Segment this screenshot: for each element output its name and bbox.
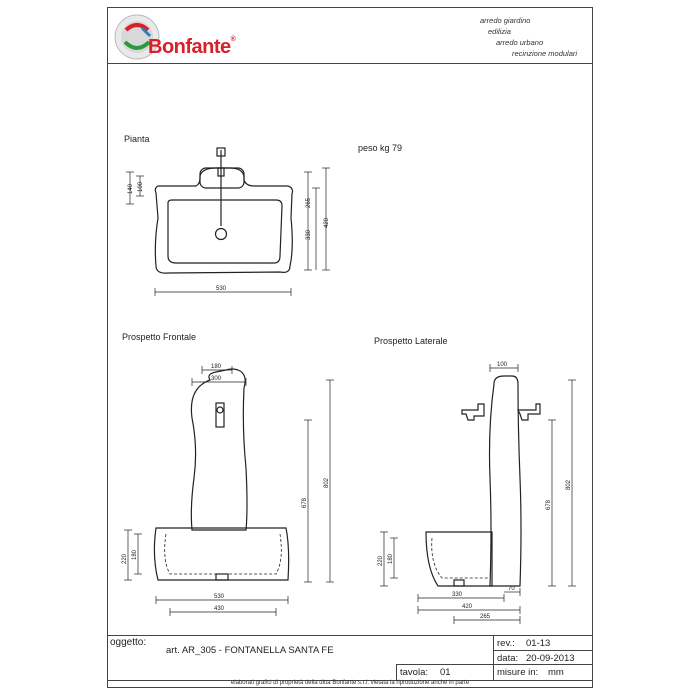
side-dim-180: 180: [388, 553, 394, 564]
front-column: [190, 368, 248, 531]
category-4: recinzione modulari: [512, 49, 578, 58]
plan-dim-265: 265: [306, 197, 312, 208]
front-dim-300: 300: [211, 376, 222, 382]
front-dimension-lines: [124, 366, 334, 616]
rev-label: rev.:: [497, 638, 515, 649]
category-2: edilizia: [488, 27, 511, 36]
data-value: 20-09-2013: [526, 653, 575, 664]
side-dim-70: 70: [508, 586, 515, 592]
plan-column: [199, 167, 245, 189]
front-spout: [215, 402, 225, 428]
plan-dim-330: 330: [306, 229, 312, 240]
side-tap-right: [517, 403, 541, 421]
plan-dim-140: 140: [128, 183, 134, 194]
plan-tap-knob: [217, 167, 225, 177]
side-dim-265: 265: [480, 614, 491, 620]
plan-view-title: Pianta: [124, 134, 150, 144]
side-dim-220: 220: [378, 555, 384, 566]
front-view: [153, 368, 290, 581]
front-drain: [215, 573, 229, 581]
rev-value: 01-13: [526, 638, 551, 649]
tavola-value: 01: [440, 667, 451, 678]
side-dimension-lines: [380, 364, 576, 624]
plan-basin-inner: [167, 199, 283, 264]
titleblock-bottom-rule: [108, 680, 592, 681]
titleblock-rev-rule: [493, 650, 592, 651]
side-view: [425, 375, 541, 587]
plan-dimension-lines: [126, 167, 330, 296]
tavola-label: tavola:: [400, 667, 428, 678]
logo-emblem-icon: [114, 14, 160, 60]
front-tap-knob: [216, 406, 224, 414]
front-dim-530: 530: [214, 594, 225, 600]
plan-view: [154, 147, 294, 274]
side-basin: [425, 531, 493, 587]
front-dim-430: 430: [214, 606, 225, 612]
misure-label: misure in:: [497, 667, 539, 678]
titleblock-tavola-divider: [396, 664, 397, 680]
brand-name: Bonfante®: [148, 36, 236, 58]
copyright-footer: elaborati grafici di proprietà della dit…: [230, 680, 470, 686]
misure-value: mm: [548, 667, 564, 678]
front-dim-180: 180: [211, 364, 222, 370]
plan-drain: [214, 227, 228, 241]
drawing-sheet: Bonfante® arredo giardino edilizia arred…: [107, 7, 593, 688]
side-view-title: Prospetto Laterale: [374, 336, 448, 346]
side-dim-100: 100: [497, 362, 508, 368]
titleblock-top-rule: [108, 635, 592, 636]
weight-label: peso kg 79: [358, 143, 403, 153]
article-title: art. AR_305 - FONTANELLA SANTA FE: [166, 645, 334, 656]
data-label: data:: [497, 653, 519, 664]
side-dim-802: 802: [566, 479, 572, 490]
front-dim-180b: 180: [132, 549, 138, 560]
side-drain: [453, 579, 465, 587]
side-dim-420: 420: [462, 604, 473, 610]
front-dim-678: 678: [302, 497, 308, 508]
front-basin-inner: [164, 533, 282, 575]
titleblock-data-rule: [396, 664, 592, 665]
side-tap-left: [461, 403, 485, 421]
side-dim-330: 330: [452, 592, 463, 598]
brand-logo: Bonfante®: [112, 10, 252, 64]
technical-drawing: 140 100 265 330 420 530 180 300 220 180: [122, 147, 576, 624]
plan-tap-top: [216, 147, 226, 157]
front-basin: [153, 527, 290, 581]
header-divider: [108, 63, 592, 64]
side-dim-678: 678: [546, 499, 552, 510]
category-3: arredo urbano: [496, 38, 544, 47]
front-dim-220: 220: [122, 553, 128, 564]
plan-dim-530: 530: [216, 286, 227, 292]
side-column: [488, 375, 522, 587]
plan-dim-100: 100: [138, 181, 144, 192]
front-dim-802: 802: [324, 477, 330, 488]
plan-dim-420: 420: [324, 217, 330, 228]
titleblock-right-divider: [493, 635, 494, 680]
plan-basin-outline: [154, 167, 294, 274]
front-view-title: Prospetto Frontale: [122, 332, 197, 342]
oggetto-label: oggetto:: [110, 637, 147, 648]
side-basin-inner: [431, 537, 488, 579]
category-1: arredo giardino: [480, 16, 531, 25]
